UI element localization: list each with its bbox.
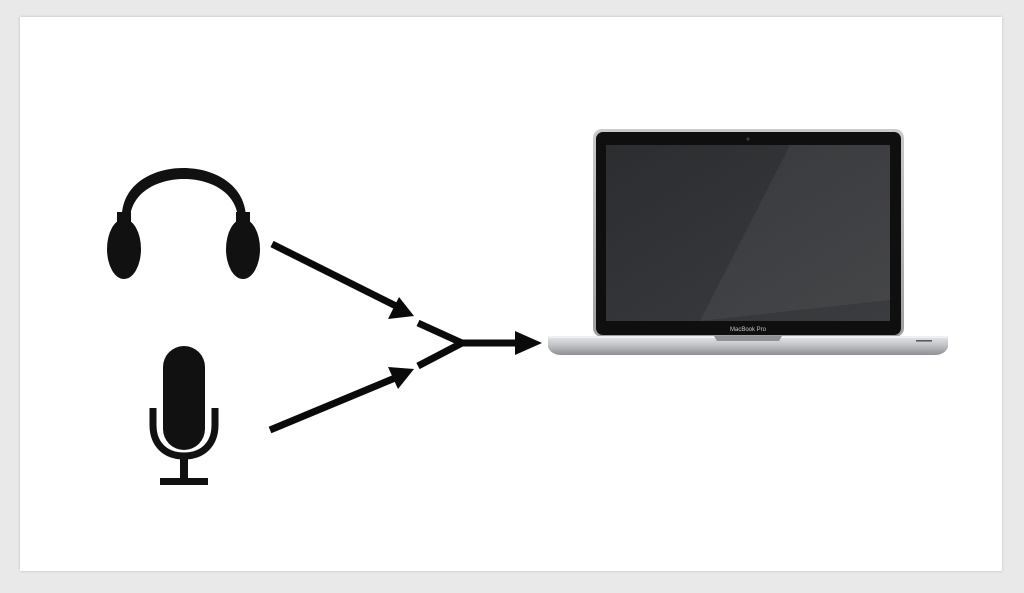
merge-junction — [416, 319, 464, 370]
microphone-icon — [149, 346, 219, 485]
laptop-brand-label: MacBook Pro — [730, 327, 767, 333]
arrow-microphone-to-merge — [268, 367, 414, 434]
arrow-headphones-to-merge — [270, 240, 414, 319]
arrow-to-laptop — [462, 331, 542, 355]
laptop-icon: MacBook Pro — [548, 129, 948, 355]
headphones-icon — [107, 168, 260, 279]
